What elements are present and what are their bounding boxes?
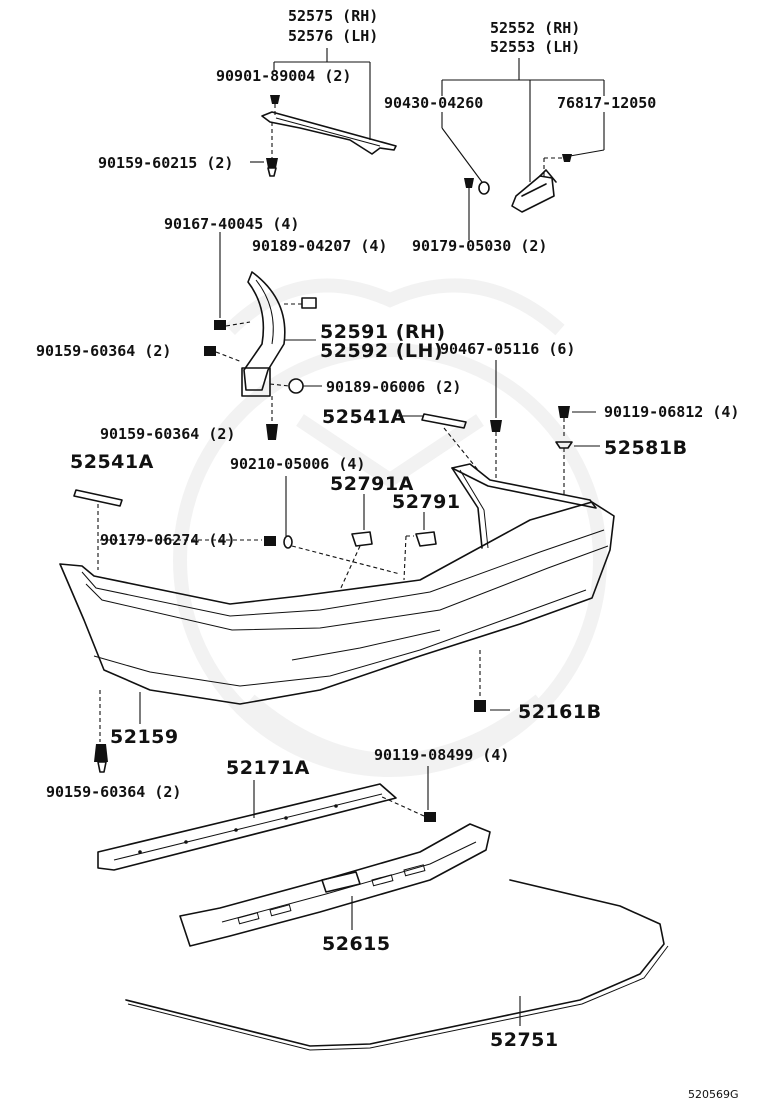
clip-76817-12050[interactable] xyxy=(543,154,572,178)
screw-90159-60364-c[interactable] xyxy=(94,690,108,773)
screw-90179-06274[interactable] xyxy=(100,536,276,546)
label-52791A: 52791A xyxy=(330,473,414,495)
label-52541A-top: 52541A xyxy=(322,406,406,428)
bolt-90467-05116[interactable] xyxy=(490,360,502,478)
label-90901-89004: 90901-89004 (2) xyxy=(216,67,351,85)
molding-52751[interactable] xyxy=(125,879,669,1051)
cap-90189-06006[interactable] xyxy=(269,378,322,394)
label-52615: 52615 xyxy=(322,933,391,955)
spacer-52541A-left[interactable] xyxy=(73,489,123,570)
watermark-emblem xyxy=(173,278,607,777)
clip-90901-89004[interactable] xyxy=(270,95,280,118)
clip-90189-04207[interactable] xyxy=(284,297,317,309)
clip-52161B[interactable] xyxy=(474,650,510,712)
retainer-52791[interactable] xyxy=(403,512,437,581)
label-52171A: 52171A xyxy=(226,757,310,779)
label-90430-04260: 90430-04260 xyxy=(384,94,483,112)
retainer-52791A[interactable] xyxy=(339,494,373,591)
label-90159-60215: 90159-60215 (2) xyxy=(98,154,233,172)
label-76817-12050: 76817-12050 xyxy=(557,94,656,112)
label-52575: 52575 (RH) xyxy=(288,7,378,25)
label-90189-06006: 90189-06006 (2) xyxy=(326,378,461,396)
label-52791: 52791 xyxy=(392,491,461,513)
screw-90159-60215[interactable] xyxy=(266,122,278,177)
bolt-90179-05030[interactable] xyxy=(464,178,474,240)
label-90467-05116: 90467-05116 (6) xyxy=(440,340,575,358)
label-52541A-left: 52541A xyxy=(70,451,154,473)
label-52751: 52751 xyxy=(490,1029,559,1051)
label-52552: 52552 (RH) xyxy=(490,19,580,37)
screw-90159-60364-a[interactable] xyxy=(204,346,243,363)
group-52552[interactable] xyxy=(441,58,605,213)
label-90119-08499: 90119-08499 (4) xyxy=(374,746,509,764)
label-52581B: 52581B xyxy=(604,437,688,459)
label-90189-04207: 90189-04207 (4) xyxy=(252,237,387,255)
label-90210-05006: 90210-05006 (4) xyxy=(230,455,365,473)
screw-90159-60364-b[interactable] xyxy=(266,396,278,440)
bolt-90210-05006[interactable] xyxy=(283,476,401,575)
retainer-52591[interactable] xyxy=(241,271,316,397)
spacer-52541A-top[interactable] xyxy=(398,413,479,471)
bumper-cover-52159[interactable] xyxy=(59,463,615,724)
clip-90119-06812[interactable] xyxy=(558,406,596,436)
bolt-90119-08499[interactable] xyxy=(379,766,436,822)
label-90179-06274: 90179-06274 (4) xyxy=(100,531,235,549)
label-52159: 52159 xyxy=(110,726,179,748)
label-90179-05030: 90179-05030 (2) xyxy=(412,237,547,255)
absorber-52615[interactable] xyxy=(179,823,491,947)
reinforcement-52171A[interactable] xyxy=(97,780,397,871)
nut-52581B[interactable] xyxy=(555,441,600,496)
bracket-52575[interactable] xyxy=(261,48,397,155)
figure-code: 520569G xyxy=(688,1088,739,1101)
bolt-90167-40045[interactable] xyxy=(214,232,251,330)
label-90119-06812: 90119-06812 (4) xyxy=(604,403,739,421)
label-90159-60364-b: 90159-60364 (2) xyxy=(100,425,235,443)
label-52161B: 52161B xyxy=(518,701,602,723)
label-52592: 52592 (LH) xyxy=(320,340,443,362)
nut-90430-04260[interactable] xyxy=(478,181,490,195)
label-52591: 52591 (RH) xyxy=(320,321,446,343)
label-52553: 52553 (LH) xyxy=(490,38,580,56)
label-90159-60364-a: 90159-60364 (2) xyxy=(36,342,171,360)
label-90167-40045: 90167-40045 (4) xyxy=(164,215,299,233)
label-52576: 52576 (LH) xyxy=(288,27,378,45)
label-90159-60364-c: 90159-60364 (2) xyxy=(46,783,181,801)
